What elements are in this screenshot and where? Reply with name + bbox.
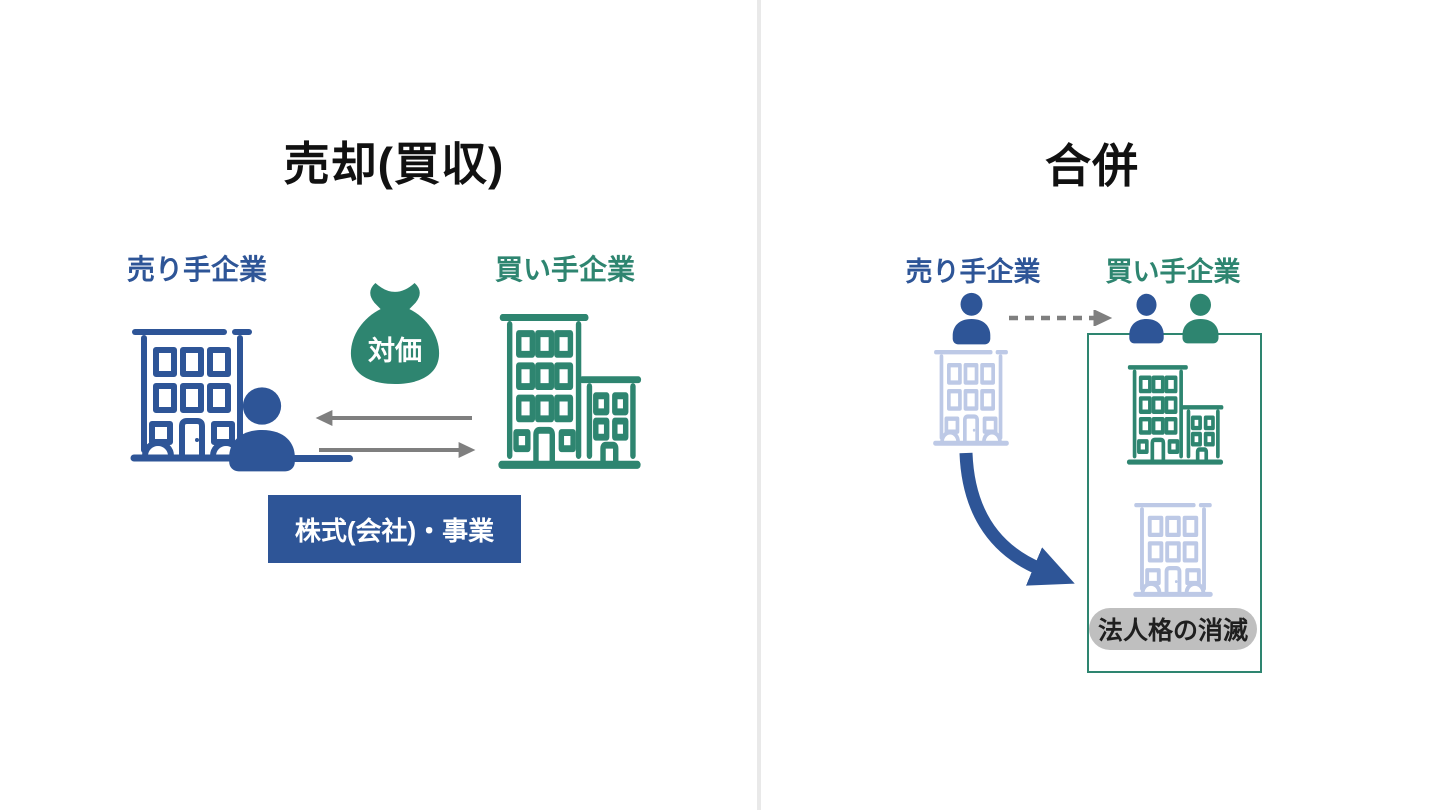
money-bag-label: 対価: [368, 336, 422, 366]
merged-entity-box: [1087, 333, 1262, 673]
right-buyer-label: 買い手企業: [1105, 257, 1241, 287]
merged-seller-person-icon: [1129, 293, 1164, 344]
left-panel-title: 売却(買収): [283, 138, 505, 190]
merging-seller-building-icon: [931, 345, 1011, 449]
right-panel-title: 合併: [1045, 140, 1139, 192]
merging-seller-person-icon: [952, 292, 991, 345]
panel-divider: [757, 0, 761, 810]
left-buyer-label: 買い手企業: [494, 254, 635, 285]
arrow-left-icon: [315, 410, 472, 426]
surviving-buyer-building-icon: [1126, 360, 1224, 468]
buyer-building-icon: [497, 306, 642, 474]
dashed-arrow-right-icon: [1009, 310, 1113, 326]
seller-person-icon: [229, 387, 295, 472]
dissolution-badge-label: 法人格の消滅: [1097, 617, 1248, 645]
deal-box: 株式(会社)・事業: [268, 495, 521, 563]
merged-buyer-person-icon: [1182, 293, 1219, 344]
seller-ground-line: [243, 455, 353, 462]
absorbed-seller-building-icon: [1131, 498, 1215, 600]
dissolution-badge: 法人格の消滅: [1089, 608, 1257, 650]
deal-box-label: 株式(会社)・事業: [294, 515, 495, 546]
arrow-right-icon: [319, 442, 476, 458]
curved-arrow-icon: [959, 452, 1075, 586]
left-seller-label: 売り手企業: [126, 254, 267, 285]
right-seller-label: 売り手企業: [905, 257, 1041, 287]
